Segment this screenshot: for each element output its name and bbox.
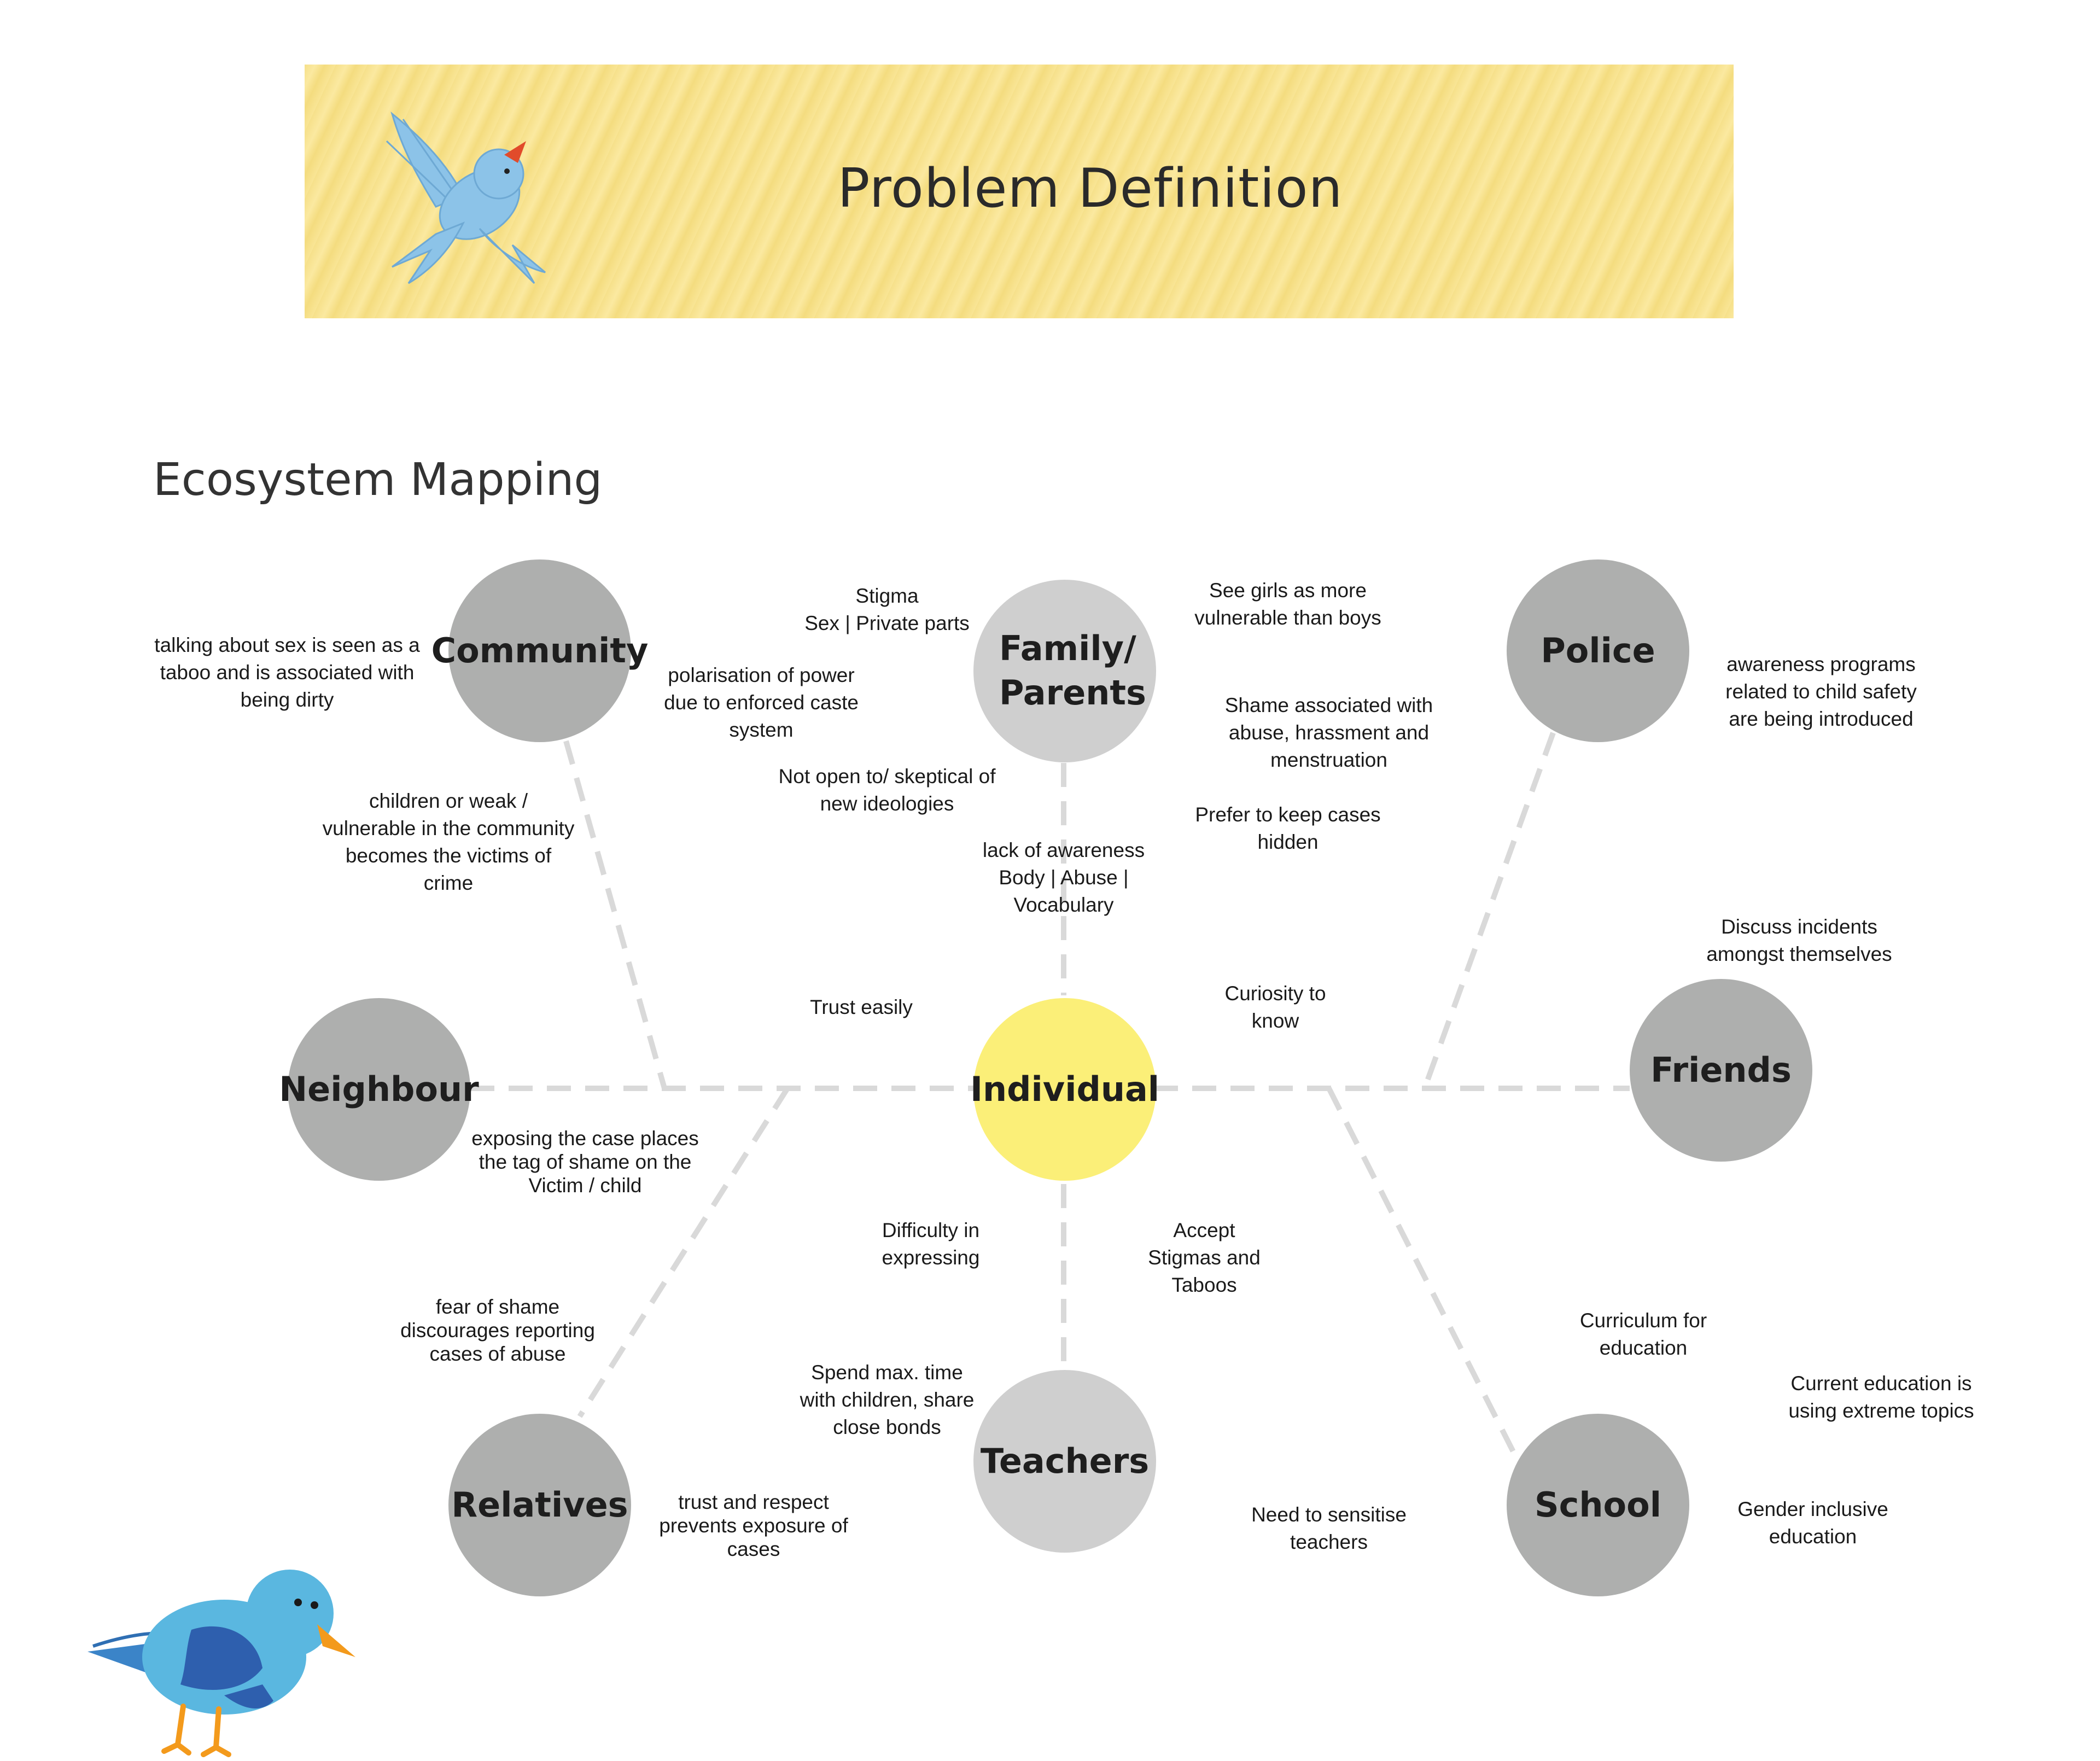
node-teachers: Teachers	[973, 1370, 1156, 1553]
node-school: School	[1507, 1414, 1689, 1596]
node-family-parents: Family/ Parents	[973, 580, 1156, 762]
page-title: Problem Definition	[837, 158, 1343, 220]
node-police: Police	[1507, 559, 1689, 742]
node-relatives: Relatives	[448, 1414, 631, 1596]
note-trust-easily: Trust easily	[810, 996, 913, 1018]
section-title: Ecosystem Mapping	[153, 454, 603, 506]
node-friends: Friends	[1630, 979, 1812, 1162]
standing-bird-illustration	[88, 1570, 355, 1757]
node-neighbour: Neighbour	[279, 998, 479, 1181]
node-individual: Individual	[970, 998, 1159, 1181]
title-banner: Problem Definition	[305, 65, 1734, 318]
note-children-weak: children or weak /vulnerable in the comm…	[322, 790, 575, 894]
flying-bird-illustration	[386, 111, 546, 284]
node-community: Community	[431, 559, 648, 742]
